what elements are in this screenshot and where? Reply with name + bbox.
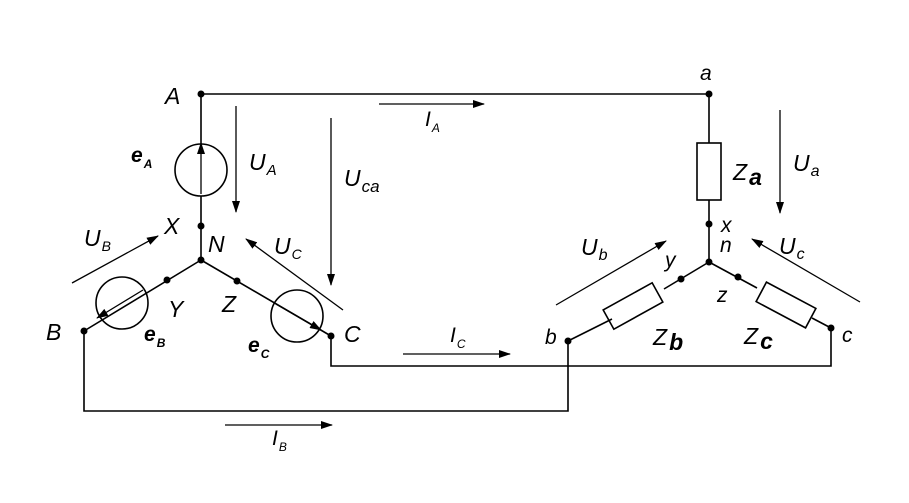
- node-dot-c: [827, 324, 835, 332]
- node-dot-b: [564, 337, 572, 345]
- impedance-box-a: [696, 142, 722, 201]
- emf-arrow-c: [275, 303, 322, 331]
- voltage-arrow-UB: [71, 235, 159, 284]
- label-voltage-UC: UC: [274, 233, 303, 262]
- source-circle-c: [270, 289, 324, 343]
- label-node-B: B: [46, 319, 61, 345]
- node-dots: [80, 90, 835, 345]
- node-dot-N: [197, 256, 205, 264]
- label-voltage-UA: UA: [249, 149, 277, 179]
- label-node-N: N: [208, 231, 225, 257]
- node-dot-C: [327, 332, 335, 340]
- label-node-x: x: [720, 214, 733, 237]
- label-node-C: C: [344, 321, 361, 347]
- label-voltage-Uc: Uc: [779, 233, 805, 263]
- sources: [95, 142, 324, 343]
- label-node-b: b: [545, 326, 557, 349]
- emf-arrow-b: [96, 289, 144, 319]
- node-dot-Z: [233, 277, 241, 285]
- load-b-lower-wire: [567, 318, 613, 342]
- load-c-upper-wire: [708, 261, 758, 289]
- label-impedance-Zc: Zc: [743, 323, 773, 354]
- label-voltage-Ub: Ub: [581, 234, 608, 264]
- label-node-z: z: [716, 284, 728, 307]
- label-impedance-Za: Za: [732, 159, 762, 190]
- impedance-box-c: [755, 281, 817, 329]
- label-voltage-UB: UB: [84, 225, 111, 254]
- line-c-wire: [330, 328, 832, 367]
- emf-labels: eA eB eC: [131, 144, 270, 361]
- label-current-IC: IC: [450, 324, 466, 351]
- source-circle-b: [95, 276, 149, 330]
- label-node-X: X: [163, 213, 181, 239]
- voltage-arrow-UC: [245, 238, 344, 311]
- node-dot-A: [197, 90, 205, 98]
- current-labels: IA IC IB: [272, 108, 466, 454]
- line-a-wire: [201, 93, 710, 143]
- node-dot-Y: [163, 276, 171, 284]
- load-b-upper-wire: [663, 261, 710, 290]
- impedance-labels: Za Zb Zc: [652, 159, 773, 355]
- label-emf-C: eC: [248, 334, 270, 361]
- voltage-arrow-Ub: [555, 240, 667, 306]
- wires: [83, 93, 832, 412]
- label-node-a: a: [700, 62, 712, 85]
- label-current-IA: IA: [425, 108, 440, 135]
- impedance-box-b: [602, 281, 664, 331]
- label-emf-B: eB: [144, 323, 166, 350]
- node-dot-z: [734, 273, 742, 281]
- voltage-arrow-Uc: [751, 238, 861, 303]
- label-node-n: n: [720, 234, 732, 257]
- load-c-lower-wire: [811, 317, 832, 329]
- label-node-Y: Y: [168, 296, 185, 322]
- node-dot-n: [705, 258, 713, 266]
- node-dot-X: [197, 222, 205, 230]
- source-b-wire: [83, 259, 202, 332]
- label-voltage-Uca: Uca: [344, 165, 380, 196]
- impedances: [602, 142, 817, 331]
- node-labels: A a X N B Y Z C b c x y n z: [46, 62, 853, 349]
- line-b-wire: [83, 331, 569, 412]
- label-emf-A: eA: [131, 144, 152, 171]
- node-dot-B: [80, 327, 88, 335]
- node-dot-a: [705, 90, 713, 98]
- label-node-A: A: [163, 83, 180, 109]
- label-current-IB: IB: [272, 427, 287, 454]
- label-node-y: y: [663, 249, 677, 272]
- label-node-Z: Z: [221, 291, 237, 317]
- label-impedance-Zb: Zb: [652, 324, 683, 355]
- node-dot-y: [677, 275, 685, 283]
- label-node-c: c: [842, 324, 853, 347]
- arrows: [71, 100, 861, 429]
- voltage-labels: UA Uca UB UC Ua Ub Uc: [84, 149, 820, 264]
- label-voltage-Ua: Ua: [793, 150, 820, 180]
- node-dot-x: [705, 220, 713, 228]
